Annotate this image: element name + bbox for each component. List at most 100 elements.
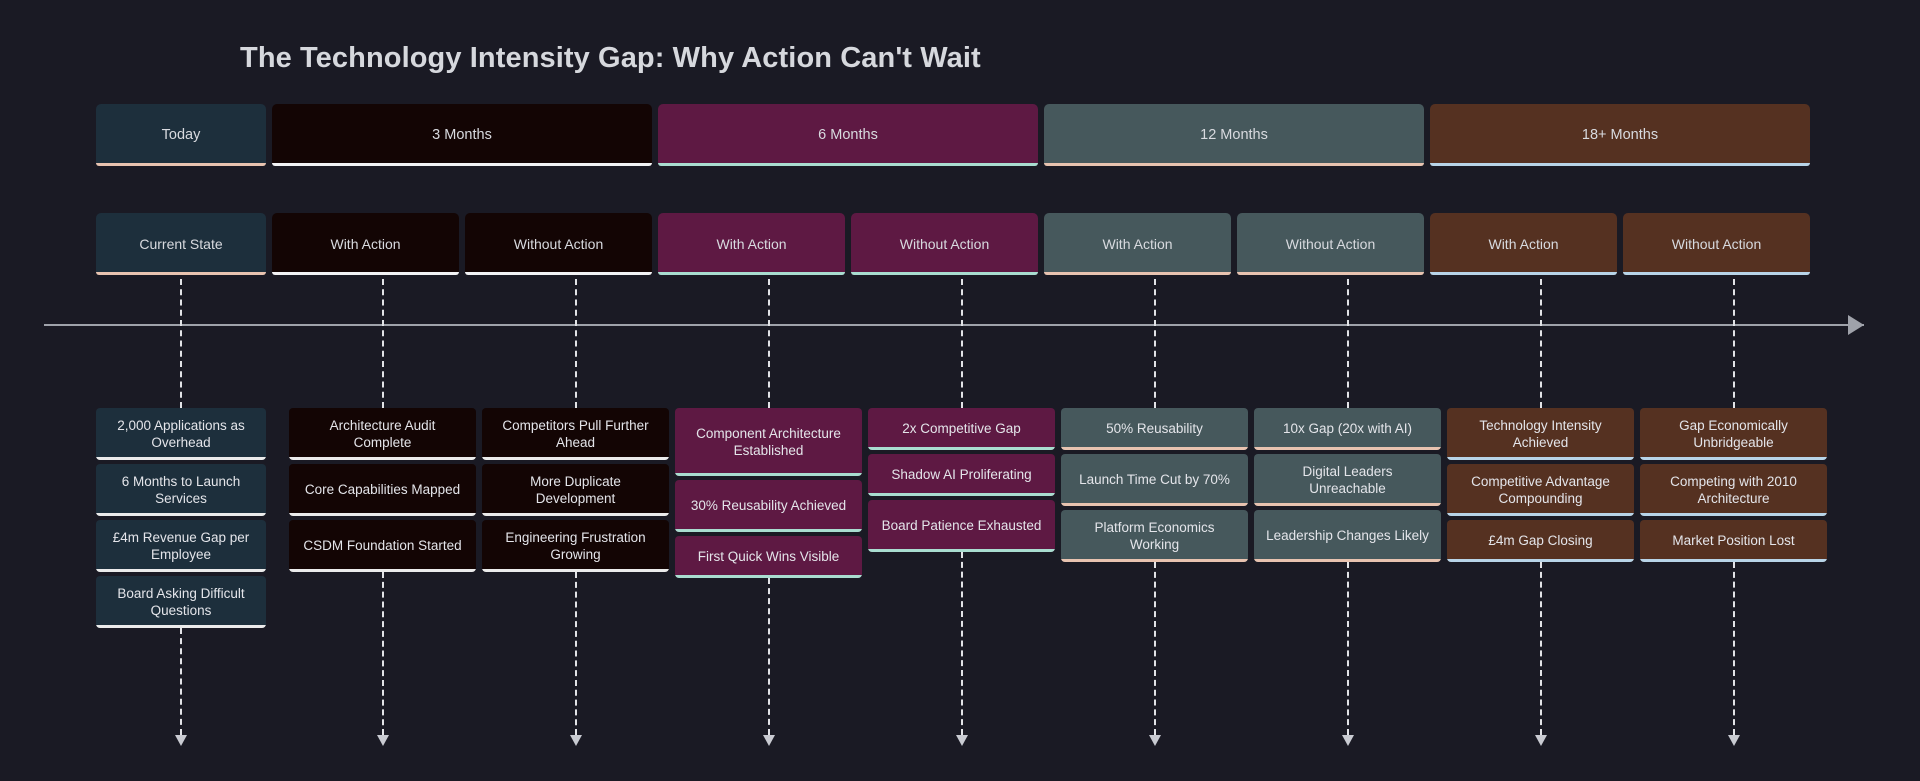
timeline-arrow-icon (1848, 315, 1864, 335)
connector-line-top (1153, 279, 1156, 408)
content-card[interactable]: Board Patience Exhausted (868, 500, 1055, 552)
content-card[interactable]: Engineering Frustration Growing (482, 520, 669, 572)
phase-header-3[interactable]: With Action (658, 213, 845, 275)
content-card[interactable]: 30% Reusability Achieved (675, 480, 862, 532)
content-card[interactable]: Gap Economically Unbridgeable (1640, 408, 1827, 460)
content-card-accent-bar (482, 513, 669, 516)
content-card-label: Component Architecture Established (696, 425, 841, 458)
connector-line-top (960, 279, 963, 408)
content-card-accent-bar (1640, 513, 1827, 516)
content-card-accent-bar (482, 569, 669, 572)
content-card-label: Leadership Changes Likely (1266, 528, 1429, 544)
column-6m-with-action: Component Architecture Established 30% Re… (675, 408, 862, 578)
content-card[interactable]: Competing with 2010 Architecture (1640, 464, 1827, 516)
content-card[interactable]: £4m Gap Closing (1447, 520, 1634, 562)
period-header-6-months[interactable]: 6 Months (658, 104, 1038, 166)
phase-header-1[interactable]: With Action (272, 213, 459, 275)
phase-header-6[interactable]: Without Action (1237, 213, 1424, 275)
content-card-label: Competitors Pull Further Ahead (502, 417, 649, 450)
phase-label: Without Action (1671, 236, 1762, 252)
content-card-accent-bar (1061, 503, 1248, 506)
phase-header-5[interactable]: With Action (1044, 213, 1231, 275)
phase-accent-bar (1430, 272, 1617, 275)
period-header-12-months[interactable]: 12 Months (1044, 104, 1424, 166)
period-accent-bar (1430, 163, 1810, 166)
connector-line-bottom (767, 578, 770, 735)
connector-arrow-icon (376, 735, 389, 746)
phase-header-7[interactable]: With Action (1430, 213, 1617, 275)
phase-accent-bar (1044, 272, 1231, 275)
content-card[interactable]: Component Architecture Established (675, 408, 862, 476)
content-card[interactable]: Board Asking Difficult Questions (96, 576, 266, 628)
content-card-label: £4m Gap Closing (1488, 533, 1593, 549)
content-card-label: Competitive Advantage Compounding (1471, 473, 1610, 506)
phase-label: With Action (330, 236, 401, 252)
content-card-accent-bar (1254, 559, 1441, 562)
content-card-accent-bar (96, 513, 266, 516)
period-accent-bar (658, 163, 1038, 166)
content-card[interactable]: First Quick Wins Visible (675, 536, 862, 578)
period-header-today[interactable]: Today (96, 104, 266, 166)
content-card-label: Board Asking Difficult Questions (117, 585, 245, 618)
connector-line-top (381, 279, 384, 408)
content-card-label: 2x Competitive Gap (902, 421, 1021, 437)
content-card[interactable]: Core Capabilities Mapped (289, 464, 476, 516)
phase-header-8[interactable]: Without Action (1623, 213, 1810, 275)
content-card-accent-bar (675, 473, 862, 476)
content-card-accent-bar (868, 493, 1055, 496)
content-card[interactable]: CSDM Foundation Started (289, 520, 476, 572)
content-card-accent-bar (289, 457, 476, 460)
content-card-accent-bar (1447, 513, 1634, 516)
content-card-label: Shadow AI Proliferating (891, 467, 1032, 483)
content-card-accent-bar (1640, 457, 1827, 460)
content-card[interactable]: More Duplicate Development (482, 464, 669, 516)
connector-line-bottom (180, 628, 182, 735)
content-card-label: Digital Leaders Unreachable (1302, 463, 1393, 496)
content-card[interactable]: £4m Revenue Gap per Employee (96, 520, 266, 572)
connector-arrow-icon (955, 735, 968, 746)
column-12m-without-action: 10x Gap (20x with AI) Digital Leaders Unr… (1254, 408, 1441, 562)
phase-header-4[interactable]: Without Action (851, 213, 1038, 275)
period-header-18-months[interactable]: 18+ Months (1430, 104, 1810, 166)
content-card[interactable]: Technology Intensity Achieved (1447, 408, 1634, 460)
period-accent-bar (96, 163, 266, 166)
content-card[interactable]: Launch Time Cut by 70% (1061, 454, 1248, 506)
content-card-accent-bar (1640, 559, 1827, 562)
content-card-label: 50% Reusability (1106, 421, 1203, 437)
connector-line-bottom (960, 552, 963, 735)
connector-line-top (1346, 279, 1349, 408)
content-card-label: First Quick Wins Visible (697, 549, 840, 565)
content-card[interactable]: 6 Months to Launch Services (96, 464, 266, 516)
content-card[interactable]: Market Position Lost (1640, 520, 1827, 562)
content-card-label: Platform Economics Working (1094, 519, 1215, 552)
content-card-accent-bar (1254, 503, 1441, 506)
content-card-accent-bar (1254, 447, 1441, 450)
phase-accent-bar (465, 272, 652, 275)
content-card-accent-bar (675, 575, 862, 578)
content-card[interactable]: Architecture Audit Complete (289, 408, 476, 460)
content-card[interactable]: 10x Gap (20x with AI) (1254, 408, 1441, 450)
connector-line-top (1539, 279, 1542, 408)
content-card-label: 10x Gap (20x with AI) (1282, 421, 1413, 437)
content-card[interactable]: 50% Reusability (1061, 408, 1248, 450)
phase-label: With Action (1102, 236, 1173, 252)
content-card-label: 6 Months to Launch Services (121, 473, 241, 506)
content-card[interactable]: Competitive Advantage Compounding (1447, 464, 1634, 516)
content-card[interactable]: Digital Leaders Unreachable (1254, 454, 1441, 506)
connector-line-top (180, 279, 182, 408)
column-current-state: 2,000 Applications as Overhead 6 Months t… (96, 408, 266, 628)
content-card-label: Launch Time Cut by 70% (1079, 472, 1230, 488)
content-card[interactable]: 2x Competitive Gap (868, 408, 1055, 450)
content-card[interactable]: Competitors Pull Further Ahead (482, 408, 669, 460)
timeline-axis (44, 324, 1864, 326)
content-card[interactable]: Leadership Changes Likely (1254, 510, 1441, 562)
period-header-3-months[interactable]: 3 Months (272, 104, 652, 166)
content-card[interactable]: Shadow AI Proliferating (868, 454, 1055, 496)
phase-header-2[interactable]: Without Action (465, 213, 652, 275)
phase-header-0[interactable]: Current State (96, 213, 266, 275)
content-card-accent-bar (482, 457, 669, 460)
content-card[interactable]: Platform Economics Working (1061, 510, 1248, 562)
connector-line-bottom (1346, 562, 1349, 735)
content-card[interactable]: 2,000 Applications as Overhead (96, 408, 266, 460)
